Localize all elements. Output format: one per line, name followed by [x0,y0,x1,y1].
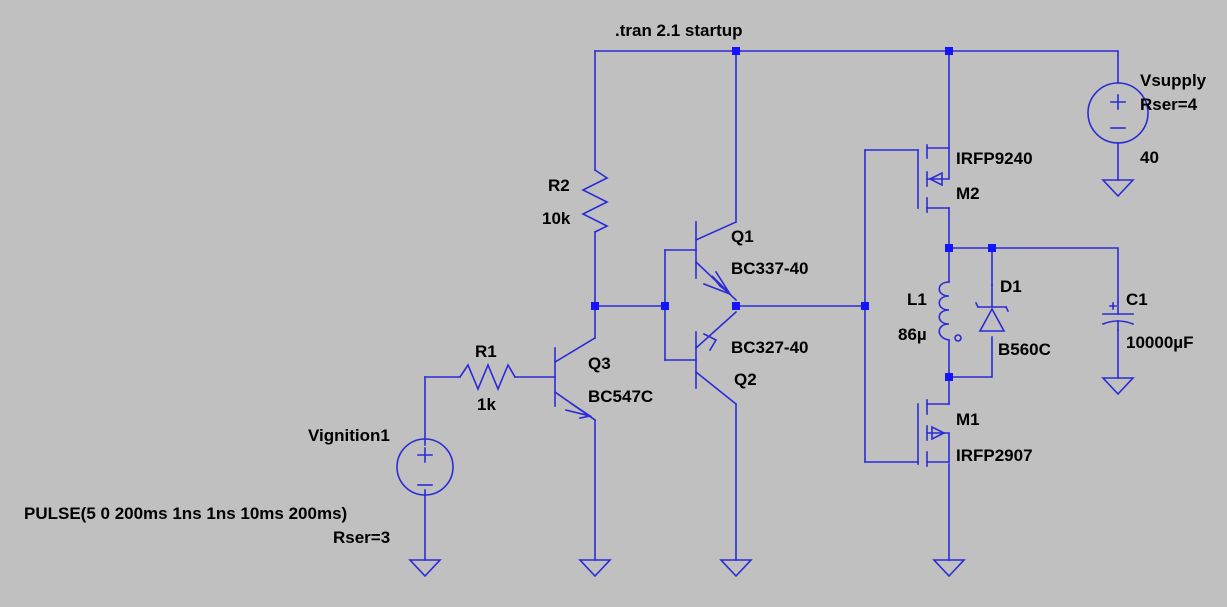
inductor-l1[interactable] [938,281,962,342]
ground-symbol [578,559,612,578]
q1-model: BC337-40 [731,259,809,278]
q2-name: Q2 [734,370,757,389]
ground-symbol [1101,179,1135,198]
l1-value: 86µ [898,325,927,344]
vignition-name: Vignition1 [308,426,390,445]
mosfet-m2[interactable] [917,144,950,213]
junction-dot [945,373,953,381]
junction-dot [945,244,953,252]
resistor-r1[interactable] [458,362,517,392]
q3-model: BC547C [588,387,653,406]
c1-name: C1 [1126,290,1148,309]
transistor-q2[interactable] [694,310,738,406]
l1-name: L1 [907,290,927,309]
r2-name: R2 [548,176,570,195]
d1-name: D1 [1000,277,1022,296]
transistor-q3[interactable] [553,336,597,422]
mosfet-m1[interactable] [917,399,950,467]
ground-symbol [1101,377,1135,396]
ground-symbol [408,559,442,578]
grounds [408,179,1135,578]
c1-value: 10000µF [1126,333,1193,352]
r2-value: 10k [542,209,571,228]
vsupply-name: Vsupply [1140,71,1207,90]
ground-symbol [719,559,753,578]
m1-name: M1 [956,410,980,429]
junction-dot [861,302,869,310]
r1-name: R1 [475,342,497,361]
labels: .tran 2.1 startup Vsupply Rser=4 40 Vign… [24,21,1207,547]
wires [424,50,1119,561]
voltage-source-vignition[interactable] [396,438,454,496]
m1-model: IRFP2907 [956,446,1033,465]
junction-dot [591,302,599,310]
vsupply-rser: Rser=4 [1140,95,1198,114]
voltage-source-vsupply[interactable] [1087,82,1149,144]
vignition-value: PULSE(5 0 200ms 1ns 1ns 10ms 200ms) [24,504,347,523]
vsupply-value: 40 [1140,148,1159,167]
junction-dot [945,47,953,55]
vignition-rser: Rser=3 [333,528,390,547]
q3-name: Q3 [588,354,611,373]
wire-top-rail[interactable] [594,50,1119,84]
junction-dot [661,302,669,310]
r1-value: 1k [477,395,496,414]
resistor-r2[interactable] [581,168,609,234]
capacitor-c1[interactable] [1101,301,1135,331]
d1-model: B560C [998,340,1051,359]
q2-model: BC327-40 [731,338,809,357]
m2-model: IRFP9240 [956,149,1033,168]
junction-dot [732,302,740,310]
junctions [591,47,996,381]
q1-name: Q1 [731,227,754,246]
transistor-q1[interactable] [694,220,738,302]
diode-d1[interactable] [974,284,1010,332]
m2-name: M2 [956,184,980,203]
junction-dot [732,47,740,55]
simulation-directive[interactable]: .tran 2.1 startup [615,21,743,40]
ground-symbol [932,559,966,578]
junction-dot [988,244,996,252]
